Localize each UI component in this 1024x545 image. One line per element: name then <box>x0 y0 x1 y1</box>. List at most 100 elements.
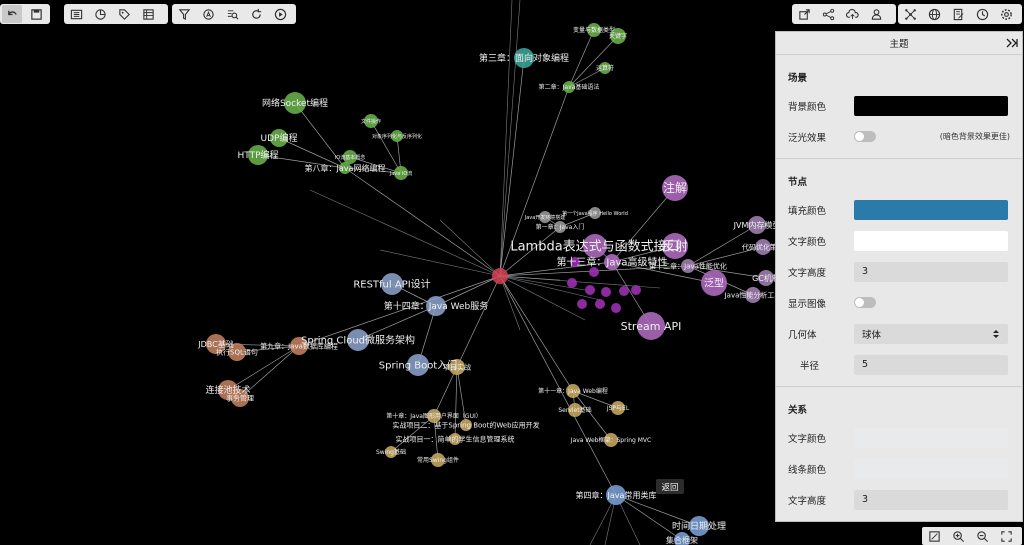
radius-input[interactable]: 5 <box>854 354 1008 375</box>
graph-node-rest[interactable] <box>381 273 403 295</box>
relation-text-height-input[interactable]: 3 <box>854 489 1008 510</box>
graph-node-codeopt[interactable] <box>755 239 771 255</box>
back-tooltip[interactable]: 返回 <box>656 479 684 494</box>
graph-node-ch1[interactable] <box>554 221 566 233</box>
graph-node-jvmtool[interactable] <box>745 287 761 303</box>
graph-node-label: IO流基本概念 <box>335 154 365 161</box>
graph-node-reflect[interactable] <box>662 233 688 259</box>
graph-node-io[interactable] <box>364 114 378 128</box>
graph-node-env[interactable] <box>539 211 551 223</box>
glow-toggle[interactable] <box>854 131 876 142</box>
relation-text-color-swatch[interactable] <box>854 427 1008 448</box>
graph-node-stream[interactable] <box>637 312 665 340</box>
graph-node-generic[interactable] <box>701 270 727 296</box>
network-icon[interactable] <box>900 5 920 23</box>
graph-node-jdbc[interactable] <box>206 334 226 354</box>
graph-node[interactable] <box>585 285 595 295</box>
globe-icon[interactable] <box>924 5 944 23</box>
graph-node-boot[interactable] <box>407 354 429 376</box>
save-icon[interactable] <box>26 5 46 23</box>
show-image-toggle[interactable] <box>854 297 876 308</box>
node-text-height-input[interactable]: 3 <box>854 261 1008 282</box>
graph-node-proj[interactable] <box>449 359 465 375</box>
graph-node[interactable] <box>589 267 599 277</box>
graph-node-mvc[interactable] <box>604 433 618 447</box>
graph-node-hello[interactable] <box>589 207 601 219</box>
graph-node[interactable] <box>611 303 621 313</box>
graph-node-servlet[interactable] <box>568 403 582 417</box>
graph-node-udp[interactable] <box>270 129 288 147</box>
graph-node-layout[interactable] <box>431 453 445 467</box>
graph-node-ch8[interactable] <box>339 162 351 174</box>
settings-icon[interactable] <box>996 5 1016 23</box>
graph-node-ch2[interactable] <box>563 81 575 93</box>
graph-node-ch11[interactable] <box>566 384 580 398</box>
graph-node-jvm[interactable] <box>748 216 766 234</box>
export-icon[interactable] <box>794 5 814 23</box>
graph-node-ch4[interactable] <box>606 485 626 505</box>
graph-node-ch9[interactable] <box>290 337 308 355</box>
play-icon[interactable] <box>270 5 290 23</box>
table-icon[interactable] <box>138 5 158 23</box>
undo-icon[interactable] <box>2 5 22 23</box>
line-color-swatch[interactable] <box>854 458 1008 479</box>
collapse-panel-icon[interactable] <box>1006 37 1018 49</box>
graph-node[interactable] <box>631 285 641 295</box>
graph-node-ch13[interactable] <box>604 254 620 270</box>
graph-node[interactable] <box>570 257 580 267</box>
graph-node-ch3[interactable] <box>514 48 534 68</box>
graph-node-perf[interactable] <box>681 259 695 273</box>
fit-icon[interactable] <box>924 527 944 545</box>
graph-node-web1[interactable] <box>460 419 472 431</box>
graph-node-tx[interactable] <box>231 389 249 407</box>
geometry-select[interactable]: 球体 <box>854 323 1008 344</box>
pie-chart-icon[interactable] <box>90 5 110 23</box>
graph-node[interactable] <box>567 278 577 288</box>
graph-node-ioc[interactable] <box>343 150 357 164</box>
graph-node[interactable] <box>577 299 587 309</box>
list-icon[interactable] <box>66 5 86 23</box>
graph-node-coll[interactable] <box>674 532 690 545</box>
graph-node-var[interactable] <box>587 23 601 37</box>
zoom-search-icon[interactable] <box>222 5 242 23</box>
graph-node[interactable] <box>601 287 611 297</box>
graph-node-ch14[interactable] <box>426 296 446 316</box>
graph-node-jsp[interactable] <box>611 401 625 415</box>
bg-color-swatch[interactable] <box>854 95 1008 116</box>
refresh-icon[interactable] <box>246 5 266 23</box>
zoom-in-icon[interactable] <box>948 527 968 545</box>
graph-node-web2[interactable] <box>449 433 461 445</box>
graph-node-sql[interactable] <box>228 343 246 361</box>
tag-icon[interactable] <box>114 5 134 23</box>
graph-node-gc[interactable] <box>758 270 774 286</box>
filter-icon[interactable] <box>174 5 194 23</box>
graph-node-swing[interactable] <box>385 446 397 458</box>
share-icon[interactable] <box>818 5 838 23</box>
graph-node[interactable] <box>595 299 605 309</box>
graph-node-time[interactable] <box>689 516 709 536</box>
graph-node-nio[interactable] <box>394 166 408 180</box>
zoom-out-icon[interactable] <box>972 527 992 545</box>
node-text-color-swatch[interactable] <box>854 230 1008 251</box>
edit-doc-icon[interactable] <box>948 5 968 23</box>
graph-node-center[interactable] <box>492 268 508 284</box>
user-icon[interactable] <box>866 5 886 23</box>
graph-node[interactable] <box>619 286 629 296</box>
graph-edge <box>499 226 561 277</box>
graph-node-http[interactable] <box>248 145 268 165</box>
graph-node-kw[interactable] <box>610 28 626 44</box>
cloud-upload-icon[interactable] <box>842 5 862 23</box>
graph-node-anno[interactable] <box>662 175 688 201</box>
node-fill-swatch[interactable] <box>854 199 1008 220</box>
graph-node-ops[interactable] <box>599 62 611 74</box>
history-icon[interactable] <box>972 5 992 23</box>
graph-node-ch10[interactable] <box>427 409 441 423</box>
graph-node-ser[interactable] <box>391 130 403 142</box>
text-search-icon[interactable] <box>198 5 218 23</box>
graph-node-lambda[interactable] <box>583 234 607 258</box>
graph-node-socket[interactable] <box>284 92 306 114</box>
graph-node-label: 运算符 <box>596 64 614 72</box>
graph-node-cloud[interactable] <box>347 329 369 351</box>
fullscreen-icon[interactable] <box>996 527 1016 545</box>
